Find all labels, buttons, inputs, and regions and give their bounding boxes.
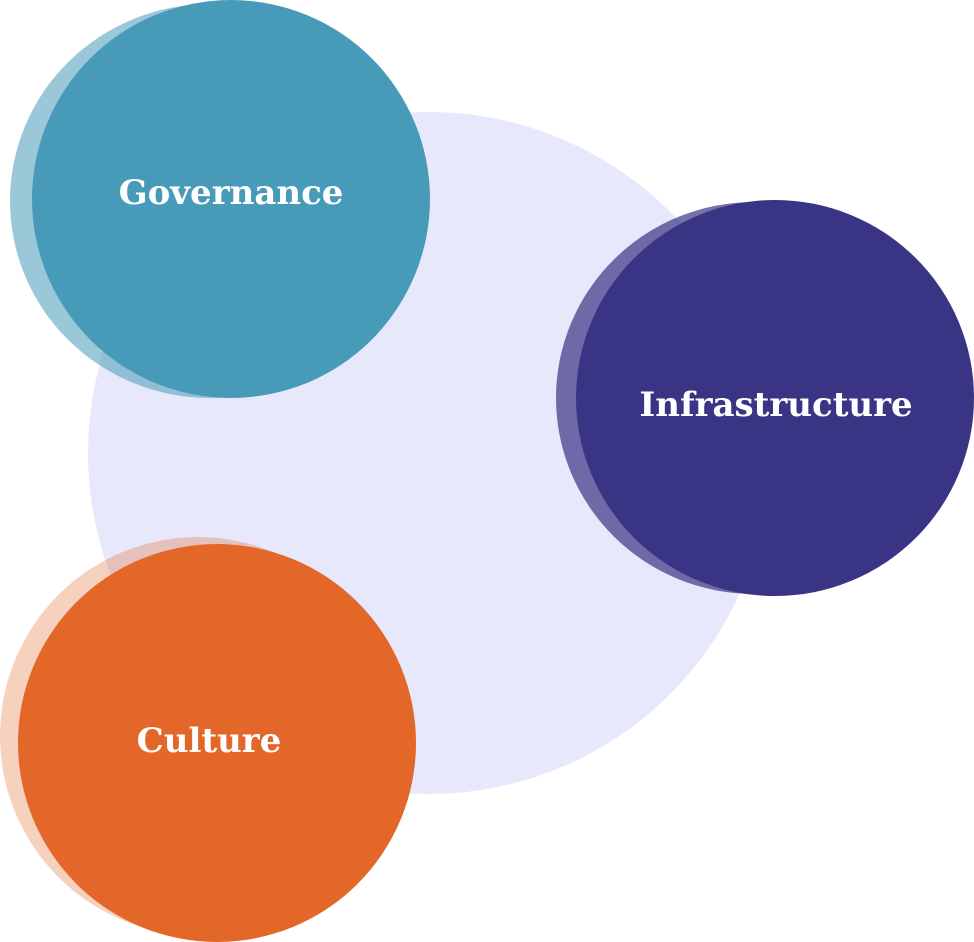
- infrastructure-label: Infrastructure: [639, 385, 913, 425]
- culture-circle: [18, 544, 416, 942]
- governance-label: Governance: [118, 173, 344, 213]
- infrastructure-circle: [576, 200, 974, 596]
- governance-circle: [32, 0, 430, 398]
- culture-label: Culture: [136, 721, 282, 761]
